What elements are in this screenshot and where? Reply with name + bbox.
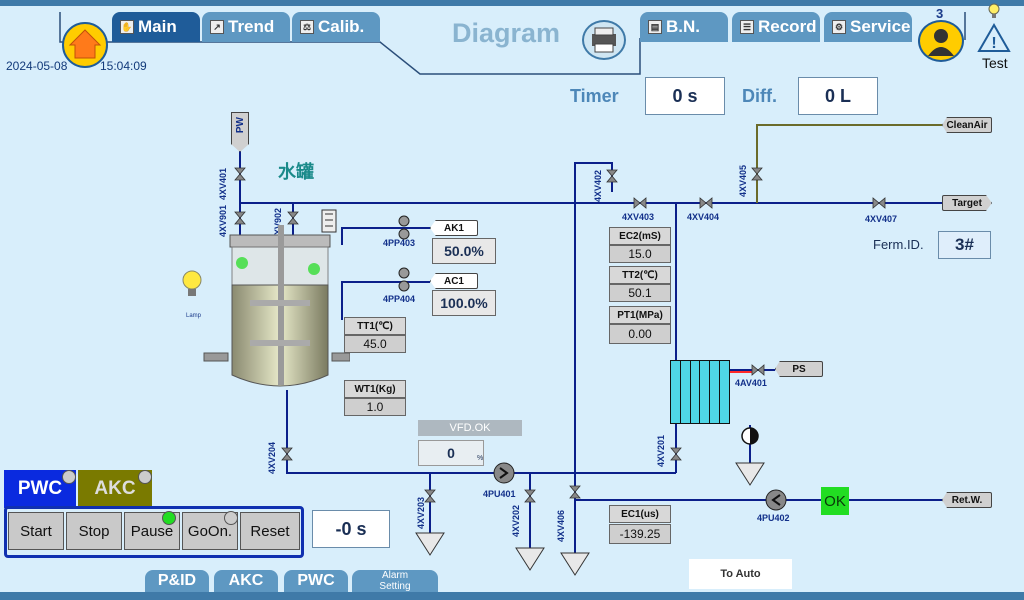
tt1-value: 45.0 bbox=[344, 335, 406, 353]
lamp-icon[interactable] bbox=[178, 268, 206, 304]
valve-4xv401-label: 4XV401 bbox=[218, 168, 228, 201]
home-icon bbox=[68, 29, 102, 59]
pump-4pu402-label: 4PU402 bbox=[757, 513, 790, 523]
valve-4xv404-label: 4XV404 bbox=[687, 212, 720, 222]
ferm-id-value: 3# bbox=[938, 231, 991, 259]
valve-4xv405-label: 4XV405 bbox=[738, 165, 748, 198]
ec2-value: 15.0 bbox=[609, 245, 671, 263]
chart-icon: ↗ bbox=[210, 20, 224, 34]
home-button[interactable] bbox=[62, 22, 108, 68]
vfd-value[interactable]: 0 bbox=[418, 440, 484, 466]
ps-connection: PS bbox=[775, 361, 823, 377]
tab-trend[interactable]: ↗ Trend bbox=[202, 12, 290, 42]
tab-pid[interactable]: P&ID bbox=[145, 570, 209, 592]
pt1-value: 0.00 bbox=[609, 324, 671, 344]
diff-label: Diff. bbox=[742, 86, 777, 106]
heat-exchanger bbox=[670, 360, 730, 424]
header-lines bbox=[59, 12, 966, 75]
tab-alarm-setting[interactable]: Alarm Setting bbox=[352, 570, 438, 592]
record-icon: ☰ bbox=[740, 20, 754, 34]
wt1-value: 1.0 bbox=[344, 398, 406, 416]
calib-icon: ⚖ bbox=[300, 20, 314, 34]
bottom-border bbox=[0, 592, 1024, 600]
print-button[interactable] bbox=[582, 20, 626, 60]
user-count: 3 bbox=[936, 6, 944, 21]
ok-indicator: OK bbox=[821, 487, 849, 515]
tab-calib[interactable]: ⚖ Calib. bbox=[292, 12, 380, 42]
printer-icon bbox=[592, 27, 616, 53]
tank-image bbox=[203, 225, 350, 387]
ac1-value: 100.0% bbox=[432, 290, 496, 316]
mode-button-panel bbox=[4, 506, 304, 558]
tab-main[interactable]: ✋ Main bbox=[112, 12, 200, 42]
tt2-value: 50.1 bbox=[609, 284, 671, 302]
ec1-label: EC1(us) bbox=[609, 505, 671, 523]
pump-4pp403-label: 4PP403 bbox=[383, 238, 416, 248]
valve-4xv204-label: 4XV204 bbox=[267, 442, 277, 475]
date-display: 2024-05-08 bbox=[6, 59, 68, 73]
tank-title: 水罐 bbox=[278, 162, 314, 182]
tt1-label: TT1(℃) bbox=[344, 317, 406, 335]
pause-status-led bbox=[162, 511, 176, 525]
valve-4av401-label: 4AV401 bbox=[735, 378, 767, 388]
pw-connection: PW bbox=[231, 112, 249, 152]
doc-icon: ▤ bbox=[648, 20, 662, 34]
pump-4pp404-label: 4PP404 bbox=[383, 294, 416, 304]
lamp-label: Lamp bbox=[186, 313, 202, 319]
alarm-button[interactable]: ! bbox=[976, 22, 1012, 59]
ec1-value: -139.25 bbox=[609, 524, 671, 544]
ferm-id-label: Ferm.ID. bbox=[873, 237, 924, 252]
page-title: Diagram bbox=[452, 18, 561, 48]
mode-time-value: -0 s bbox=[312, 510, 390, 548]
svg-text:!: ! bbox=[991, 35, 996, 52]
start-button[interactable]: Start bbox=[8, 512, 64, 550]
time-display: 15:04:09 bbox=[100, 59, 147, 73]
valve-4xv203-label: 4XV203 bbox=[416, 497, 426, 530]
tab-pwc[interactable]: PWC bbox=[284, 570, 348, 592]
diff-value: 0 L bbox=[798, 77, 878, 115]
valve-4xv202-label: 4XV202 bbox=[511, 505, 521, 538]
pwc-status-led bbox=[62, 470, 76, 484]
retw-connection: Ret.W. bbox=[942, 492, 992, 508]
ak1-value: 50.0% bbox=[432, 238, 496, 264]
tt2-label: TT2(℃) bbox=[609, 266, 671, 284]
tab-akc[interactable]: AKC bbox=[214, 570, 278, 592]
to-auto-button[interactable]: To Auto bbox=[689, 559, 792, 589]
service-icon: ⚙ bbox=[832, 20, 846, 34]
top-border bbox=[0, 0, 1024, 6]
vfd-label: VFD.OK bbox=[418, 420, 522, 436]
pump-4pu401-label: 4PU401 bbox=[483, 489, 516, 499]
timer-label: Timer bbox=[570, 86, 619, 106]
valve-4xv403-label: 4XV403 bbox=[622, 212, 655, 222]
valve-4xv201-label: 4XV201 bbox=[656, 435, 666, 468]
test-label: Test bbox=[982, 55, 1008, 71]
vfd-unit: % bbox=[477, 455, 484, 462]
reset-button[interactable]: Reset bbox=[240, 512, 300, 550]
timer-value: 0 s bbox=[645, 77, 725, 115]
valve-4xv402-label: 4XV402 bbox=[593, 170, 603, 203]
tab-record[interactable]: ☰ Record bbox=[732, 12, 820, 42]
user-icon bbox=[928, 29, 954, 56]
pt1-label: PT1(MPa) bbox=[609, 306, 671, 324]
ec2-label: EC2(mS) bbox=[609, 227, 671, 245]
ac1-label: AC1 bbox=[430, 273, 478, 289]
valve-4xv407-label: 4XV407 bbox=[865, 214, 898, 224]
akc-status-led bbox=[138, 470, 152, 484]
target-connection: Target bbox=[942, 195, 992, 211]
tab-service[interactable]: ⚙ Service bbox=[824, 12, 912, 42]
stop-button[interactable]: Stop bbox=[66, 512, 122, 550]
warning-icon: ! bbox=[977, 22, 1011, 52]
tab-bn[interactable]: ▤ B.N. bbox=[640, 12, 728, 42]
user-button[interactable] bbox=[918, 20, 964, 62]
motor-icon bbox=[321, 209, 337, 233]
valve-4xv406-label: 4XV406 bbox=[556, 510, 566, 543]
bulb-small-icon bbox=[988, 3, 1000, 18]
ak1-label: AK1 bbox=[430, 220, 478, 236]
cleanair-connection: CleanAir bbox=[942, 117, 992, 133]
hand-icon: ✋ bbox=[120, 20, 134, 34]
wt1-label: WT1(Kg) bbox=[344, 380, 406, 398]
goon-status-led bbox=[224, 511, 238, 525]
